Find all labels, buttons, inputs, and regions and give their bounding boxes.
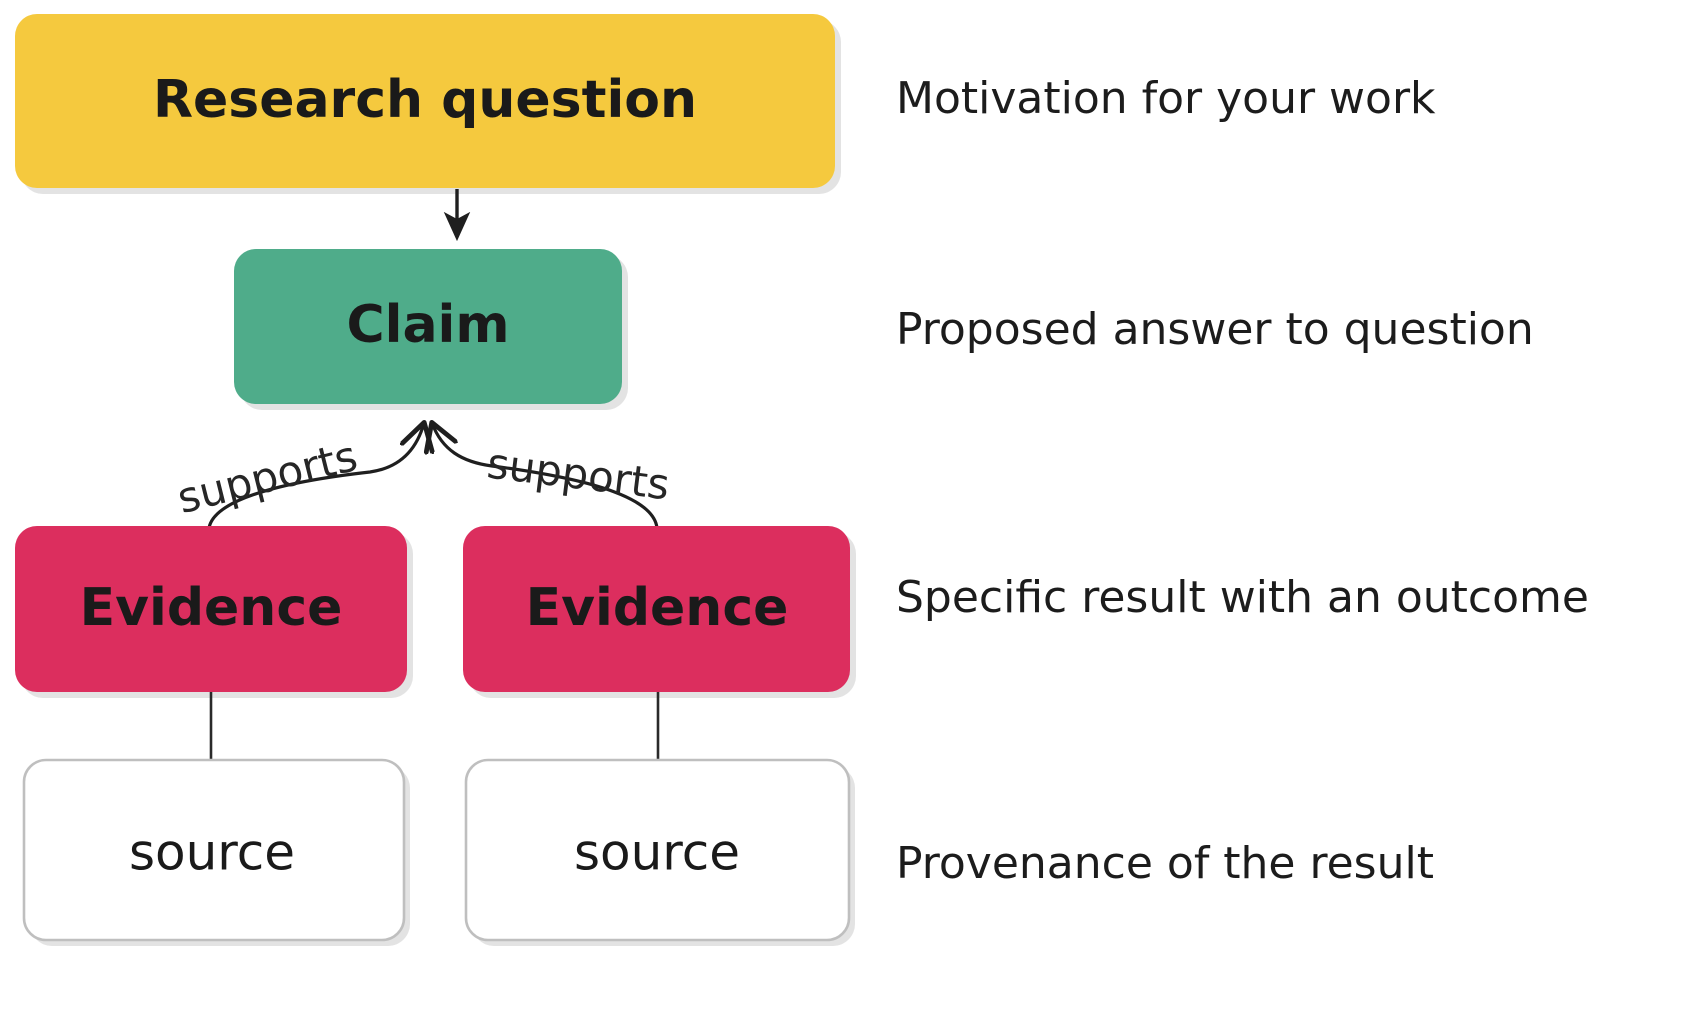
node-research-question-label: Research question [153, 70, 697, 130]
node-evidence-right[interactable]: Evidence [463, 526, 850, 692]
annotation-claim: Proposed answer to question [896, 304, 1534, 355]
node-claim[interactable]: Claim [234, 249, 622, 404]
node-evidence-left-box[interactable] [15, 526, 407, 692]
node-layer: Research question Claim Evidence Evidenc… [15, 14, 851, 942]
node-source-left[interactable]: source [22, 758, 406, 942]
annotation-evidence: Specific result with an outcome [896, 572, 1589, 623]
edge-evidence-left-to-claim [207, 423, 424, 530]
node-source-right[interactable]: source [464, 758, 851, 942]
node-source-left-label: source [129, 824, 295, 882]
node-evidence-right-label: Evidence [526, 578, 789, 638]
node-source-right-label: source [574, 824, 740, 882]
annotation-source: Provenance of the result [896, 838, 1434, 889]
node-source-right-box[interactable] [464, 758, 851, 942]
node-claim-label: Claim [346, 295, 509, 355]
node-claim-box[interactable] [234, 249, 622, 404]
edge-evidence-right-to-claim-line [432, 423, 659, 530]
edge-layer [207, 189, 660, 762]
edge-evidence-left-to-claim-line [207, 423, 424, 530]
edge-evidence-right-to-claim [432, 423, 659, 530]
edge-label-supports-right: supports [484, 439, 672, 510]
annotation-layer: Motivation for your work Proposed answer… [896, 73, 1589, 889]
node-evidence-right-box[interactable] [463, 526, 850, 692]
node-evidence-left-label: Evidence [80, 578, 343, 638]
annotation-research-question: Motivation for your work [896, 73, 1436, 124]
node-source-left-box[interactable] [22, 758, 406, 942]
node-evidence-left[interactable]: Evidence [15, 526, 407, 692]
node-research-question-box[interactable] [15, 14, 835, 188]
edge-label-supports-left: supports [172, 431, 362, 523]
edge-label-layer: supports supports [172, 431, 672, 523]
node-research-question[interactable]: Research question [15, 14, 835, 188]
